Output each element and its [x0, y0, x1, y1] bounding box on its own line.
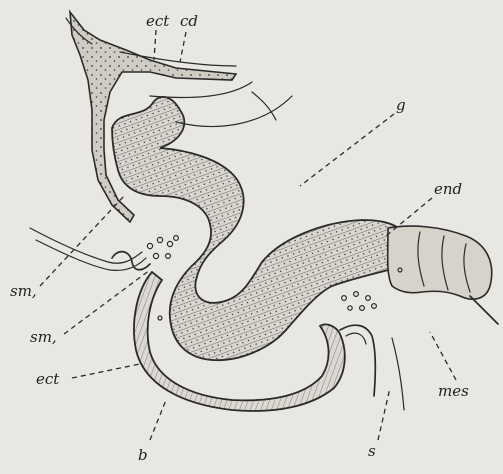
leader-ect-top	[154, 30, 156, 60]
membrane-arc-1	[150, 82, 252, 97]
stalk-inner	[346, 333, 366, 344]
label-b: b	[138, 446, 148, 464]
label-ect-left: ect	[36, 370, 60, 388]
leader-mes	[430, 332, 456, 380]
membrane-arc-2	[176, 96, 292, 126]
gut-wall-epithelium	[112, 97, 408, 360]
label-cd: cd	[180, 12, 198, 30]
endoderm-cap	[388, 226, 492, 299]
label-sm2: sm,	[30, 328, 57, 346]
leader-sm1	[40, 196, 124, 286]
label-s: s	[368, 442, 376, 460]
somite-fold	[112, 252, 150, 270]
leader-ect-left	[72, 364, 140, 378]
label-g: g	[396, 96, 406, 114]
label-sm1: sm,	[10, 282, 37, 300]
label-ect-top: ect	[146, 12, 170, 30]
cap-edge	[470, 296, 498, 324]
leader-g	[300, 114, 394, 186]
label-mes: mes	[438, 382, 469, 400]
stalk-right-line	[392, 338, 404, 410]
leader-s	[378, 388, 390, 440]
label-end: end	[434, 180, 462, 198]
leader-b	[150, 400, 166, 440]
leader-cd	[180, 32, 186, 62]
